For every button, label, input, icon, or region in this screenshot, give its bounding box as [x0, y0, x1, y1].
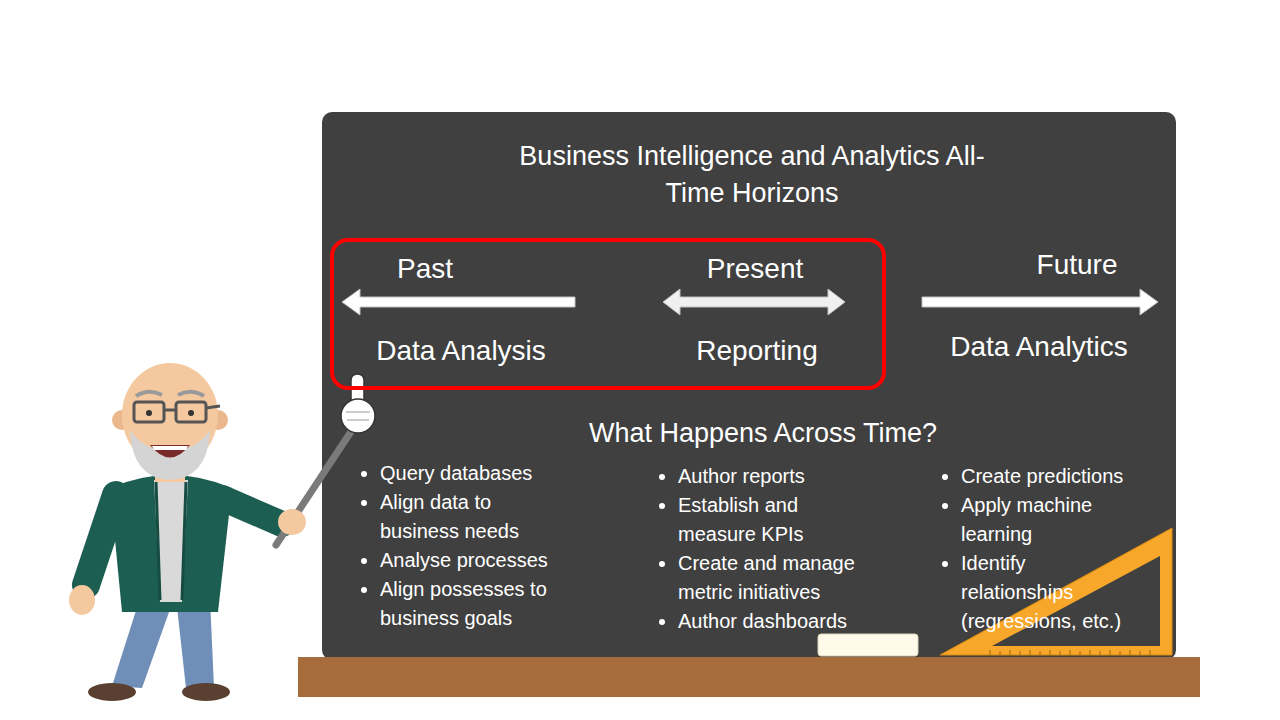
- present-arrow: [663, 289, 845, 315]
- future-arrow: [922, 289, 1158, 315]
- horizon-heading: Future: [1037, 249, 1118, 281]
- chalkboard: [322, 112, 1176, 660]
- bullet-list: Create predictionsApply machine learning…: [931, 462, 1139, 636]
- horizon-label: Data Analytics: [950, 331, 1127, 363]
- text-holder: Future: [1037, 249, 1118, 281]
- text-holder: Present: [707, 253, 804, 285]
- bullet-item: Apply machine learning: [961, 491, 1139, 549]
- board-ledge: [298, 657, 1200, 697]
- text-holder: Reporting: [696, 335, 817, 367]
- bullet-item: Analyse processes: [380, 546, 565, 575]
- bullet-item: Align data to business needs: [380, 488, 565, 546]
- horizon-label: Data Analysis: [376, 335, 546, 367]
- horizon-heading: Past: [397, 253, 453, 285]
- bullet-item: Identify relationships (regressions, etc…: [961, 549, 1139, 636]
- text-holder: Past: [397, 253, 453, 285]
- bullet-item: Author dashboards: [678, 607, 868, 636]
- text-holder: Data Analysis: [376, 335, 546, 367]
- horizon-label: Reporting: [696, 335, 817, 367]
- bullet-item: Align possesses to business goals: [380, 575, 565, 633]
- bullet-item: Create predictions: [961, 462, 1139, 491]
- text-holder: Data Analytics: [950, 331, 1127, 363]
- past-arrow: [342, 289, 575, 315]
- eraser: [818, 634, 918, 656]
- text-holder: What Happens Across Time?: [589, 418, 937, 449]
- bullet-list: Author reportsEstablish and measure KPIs…: [648, 462, 868, 636]
- board-title: Business Intelligence and Analytics All-…: [512, 138, 992, 212]
- bullet-list: Query databasesAlign data to business ne…: [350, 459, 565, 633]
- horizon-heading: Present: [707, 253, 804, 285]
- bullet-item: Author reports: [678, 462, 868, 491]
- section-heading: What Happens Across Time?: [589, 418, 937, 449]
- bullet-item: Establish and measure KPIs: [678, 491, 868, 549]
- bullet-item: Query databases: [380, 459, 565, 488]
- set-square: [940, 528, 1172, 655]
- bullet-item: Create and manage metric initiatives: [678, 549, 868, 607]
- pointing-glove: [341, 374, 375, 433]
- highlight-box: Past PresentData Analysis Reporting: [330, 238, 886, 390]
- presenter-figure: [69, 363, 360, 701]
- title-block: Business Intelligence and Analytics All-…: [512, 138, 992, 212]
